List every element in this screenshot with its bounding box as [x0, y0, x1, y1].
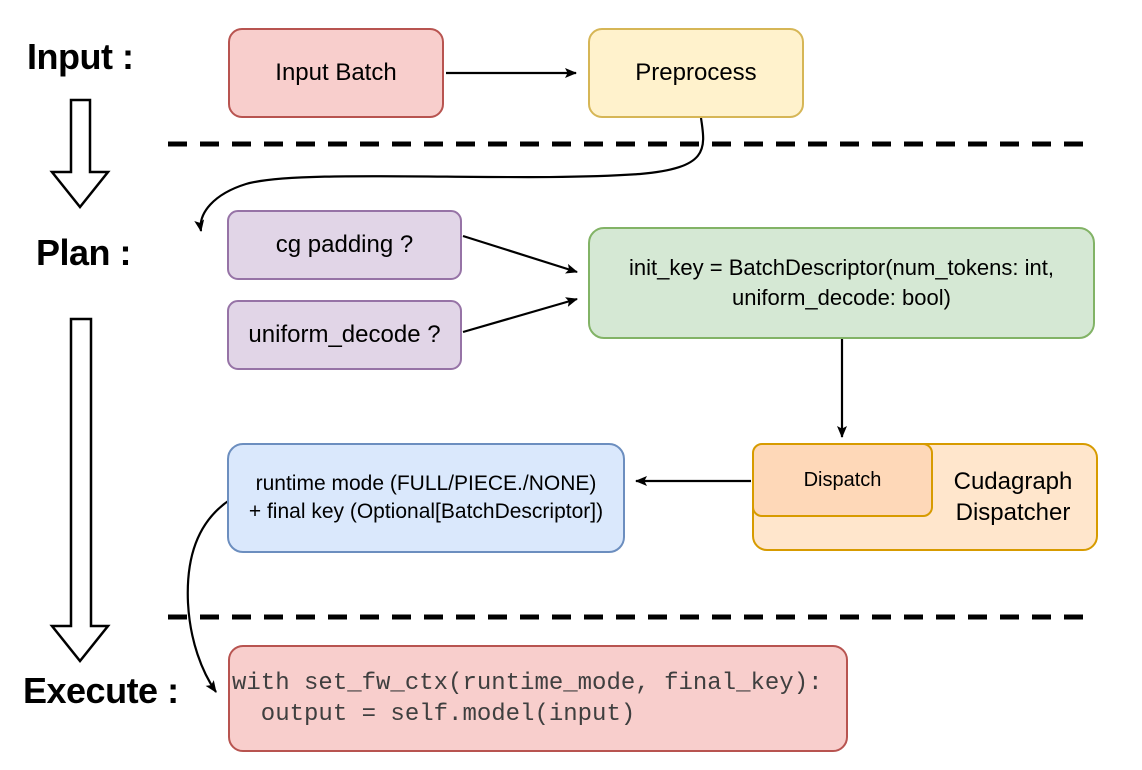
- arrow-cgpadding-to-initkey: [462, 234, 578, 274]
- node-uniform-decode: uniform_decode ?: [227, 300, 462, 370]
- node-input-batch: Input Batch: [228, 28, 444, 118]
- node-init-key: init_key = BatchDescriptor(num_tokens: i…: [588, 227, 1095, 339]
- node-dispatch: Dispatch: [752, 443, 933, 517]
- init-key-line1: init_key = BatchDescriptor(num_tokens: i…: [629, 255, 1054, 280]
- execute-code-line2: output = self.model(input): [232, 700, 636, 728]
- stage-label-input: Input :: [27, 36, 134, 77]
- arrow-runtime-to-code: [186, 498, 232, 693]
- execute-code-line1: with set_fw_ctx(runtime_mode, final_key)…: [232, 669, 823, 697]
- stage-label-execute: Execute :: [23, 670, 179, 711]
- node-runtime-result: runtime mode (FULL/PIECE./NONE) + final …: [227, 443, 625, 553]
- stage-arrow-plan-to-execute: [49, 317, 111, 664]
- node-preprocess: Preprocess: [588, 28, 804, 118]
- init-key-line2: uniform_decode: bool): [732, 285, 951, 310]
- stage-label-plan: Plan :: [36, 232, 132, 273]
- runtime-result-line1: runtime mode (FULL/PIECE./NONE): [255, 472, 597, 495]
- arrow-uniformdecode-to-initkey: [462, 297, 578, 334]
- node-execute-code: with set_fw_ctx(runtime_mode, final_key)…: [228, 645, 848, 752]
- runtime-result-line2: + final key (Optional[BatchDescriptor]): [248, 500, 604, 523]
- node-cg-padding: cg padding ?: [227, 210, 462, 280]
- stage-arrow-input-to-plan: [49, 98, 111, 210]
- cudagraph-dispatcher-label: Cudagraph Dispatcher: [953, 468, 1073, 526]
